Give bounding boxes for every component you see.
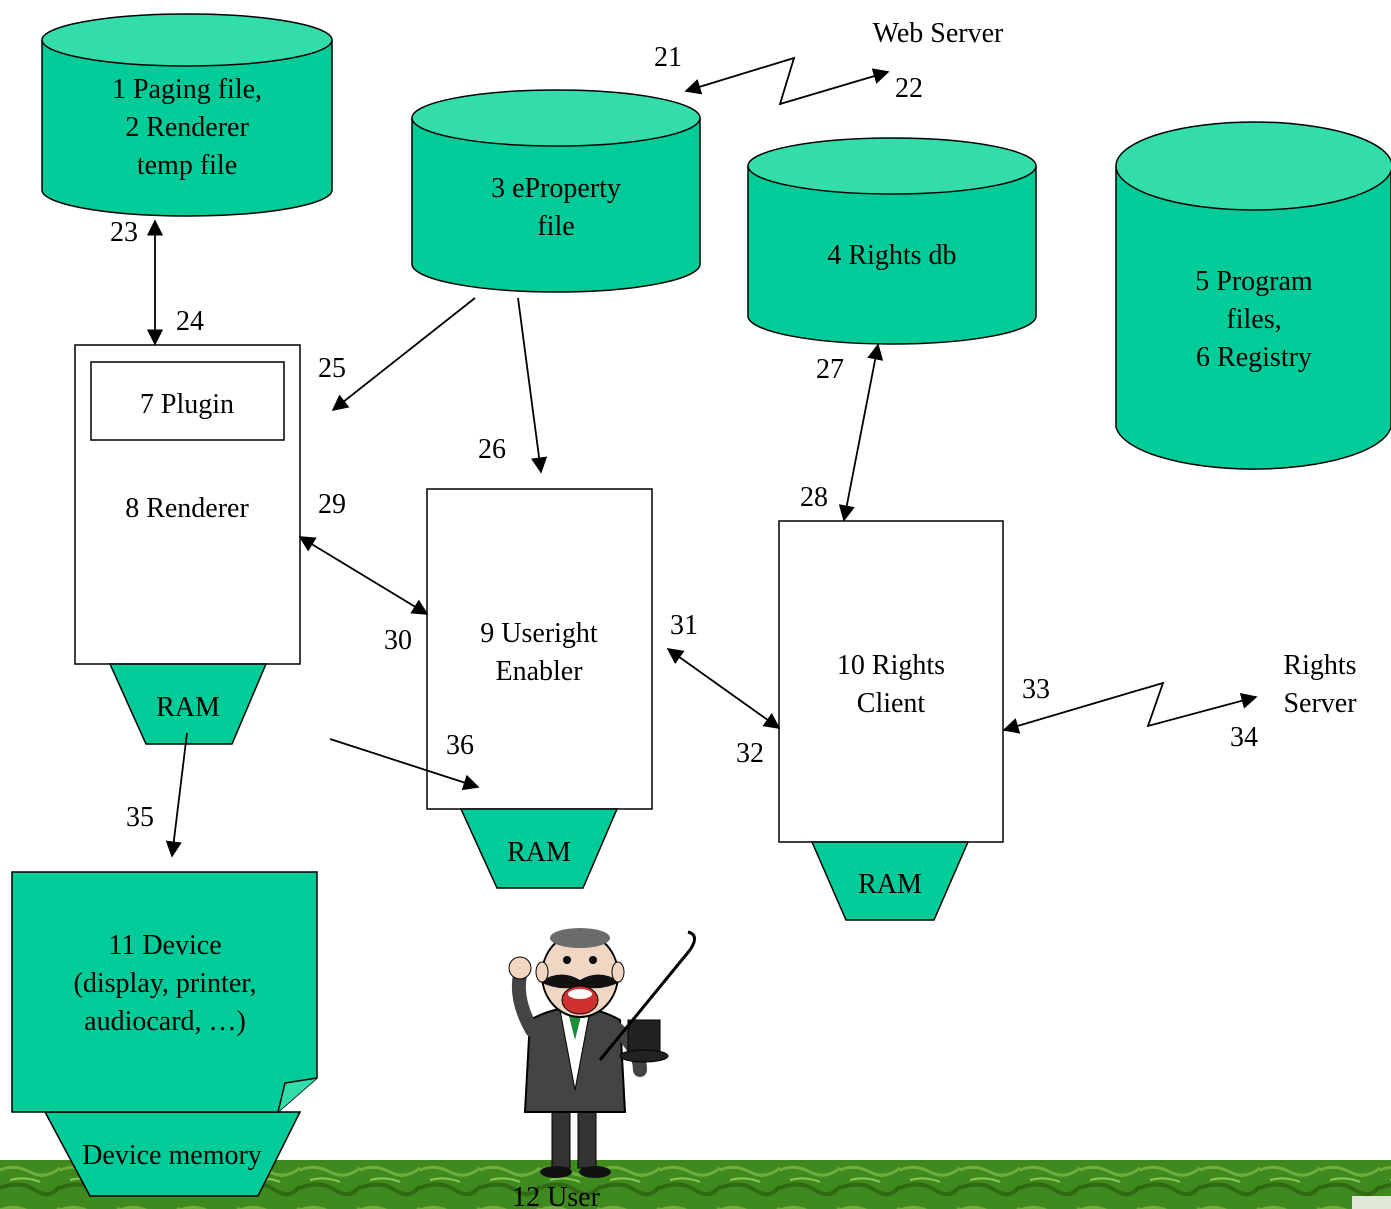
useright-line-2: Enabler <box>495 656 583 687</box>
renderer-label: 8 Renderer <box>125 493 249 524</box>
rights-client-line-2: Client <box>857 688 926 719</box>
label-35: 35 <box>126 802 154 833</box>
eproperty-line-2: file <box>537 211 574 242</box>
label-30: 30 <box>384 625 412 656</box>
useright-ram: RAM <box>459 808 619 889</box>
eproperty-line-1: 3 eProperty <box>491 173 621 204</box>
label-33: 33 <box>1022 674 1050 705</box>
label-26: 26 <box>478 434 506 465</box>
label-36: 36 <box>446 730 474 761</box>
connector-31-32 <box>666 648 781 729</box>
renderer-ram: RAM <box>108 663 268 745</box>
device-line-3: audiocard, …) <box>84 1006 246 1037</box>
label-23: 23 <box>110 217 138 248</box>
label-21: 21 <box>654 42 682 73</box>
label-22: 22 <box>895 73 923 104</box>
program-files-cylinder: 5 Program files, 6 Registry <box>1115 121 1391 470</box>
useright-enabler-box: 9 Useright Enabler <box>426 488 653 810</box>
cartoon-showman-icon <box>508 928 696 1178</box>
connector-36 <box>329 738 480 791</box>
device-memory-label: Device memory <box>82 1140 262 1171</box>
plugin-label: 7 Plugin <box>140 389 234 420</box>
rights-db-cylinder: 4 Rights db <box>747 137 1037 345</box>
web-server-label: Web Server <box>873 18 1004 49</box>
rights-server-link <box>1002 681 1258 734</box>
paging-file-line-2: 2 Renderer <box>125 112 249 143</box>
web-server-link <box>684 56 890 106</box>
plugin-box <box>90 361 285 441</box>
rights-server-line-2: Server <box>1283 688 1357 719</box>
paging-file-line-1: 1 Paging file, <box>112 74 262 105</box>
rights-server-line-1: Rights <box>1283 650 1356 681</box>
label-25: 25 <box>318 353 346 384</box>
label-27: 27 <box>816 354 844 385</box>
device-memory: Device memory <box>43 1111 302 1197</box>
rights-client-line-1: 10 Rights <box>837 650 945 681</box>
label-29: 29 <box>318 489 346 520</box>
connector-29-30 <box>298 536 429 615</box>
useright-line-1: 9 Useright <box>480 618 598 649</box>
program-files-line-1: 5 Program <box>1195 266 1313 297</box>
program-files-line-2: files, <box>1226 304 1281 335</box>
eproperty-file-cylinder: 3 eProperty file <box>411 89 701 293</box>
useright-ram-label: RAM <box>507 837 571 868</box>
connector-25 <box>331 297 476 412</box>
label-24: 24 <box>176 306 204 337</box>
device-line-2: (display, printer, <box>74 968 257 999</box>
connector-27-28 <box>838 343 884 522</box>
paging-file-cylinder: 1 Paging file, 2 Renderer temp file <box>41 13 333 217</box>
footer-corner-block <box>1352 1196 1391 1209</box>
connector-35 <box>165 732 188 858</box>
renderer-box: 7 Plugin 8 Renderer <box>74 344 301 665</box>
label-31: 31 <box>670 610 698 641</box>
program-files-line-3: 6 Registry <box>1196 342 1312 373</box>
renderer-ram-label: RAM <box>156 692 220 723</box>
user-label: 12 User <box>512 1182 601 1209</box>
paging-file-line-3: temp file <box>137 150 237 181</box>
label-34: 34 <box>1230 722 1258 753</box>
rights-client-ram-label: RAM <box>858 869 922 900</box>
connector-26 <box>517 297 548 474</box>
rights-client-ram: RAM <box>810 841 970 921</box>
label-32: 32 <box>736 738 764 769</box>
rights-client-box: 10 Rights Client <box>778 520 1004 843</box>
device-shape: 11 Device (display, printer, audiocard, … <box>11 871 318 1113</box>
rights-db-label: 4 Rights db <box>827 240 956 271</box>
label-28: 28 <box>800 482 828 513</box>
device-line-1: 11 Device <box>108 930 221 961</box>
